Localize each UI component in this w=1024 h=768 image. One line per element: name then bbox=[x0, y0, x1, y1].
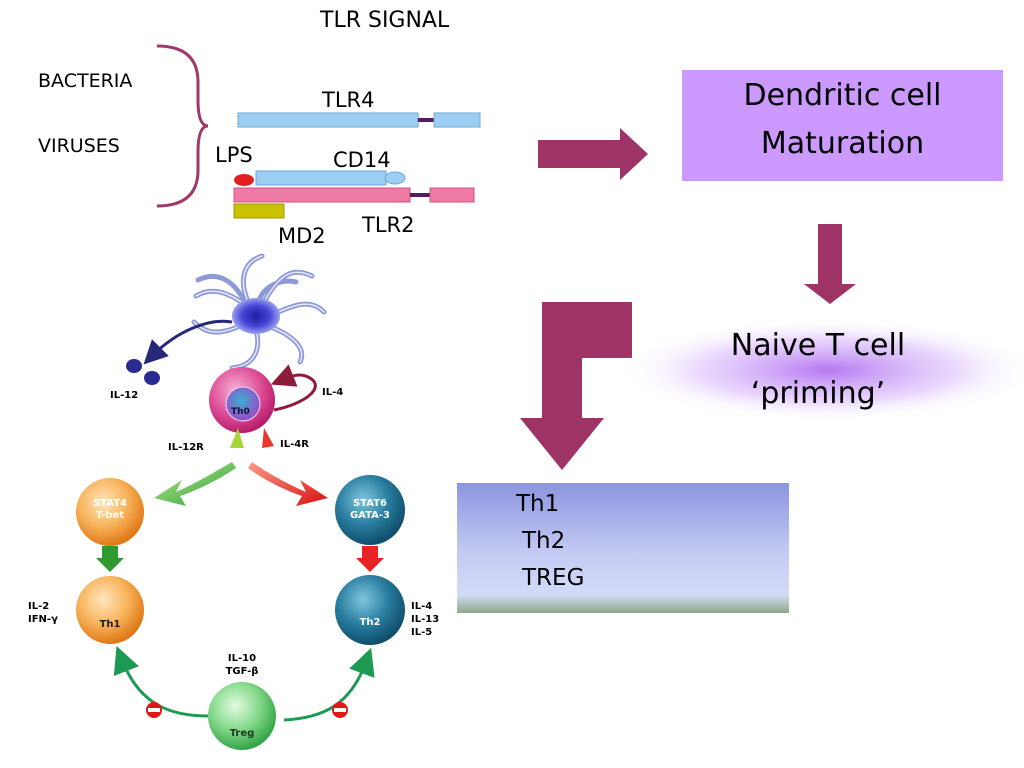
priming-line1: Naive T cell bbox=[730, 328, 906, 363]
arrow-to-outcomes bbox=[520, 302, 632, 470]
tbet-label: T-bet bbox=[95, 510, 125, 521]
outcome-treg: TREG bbox=[522, 565, 585, 591]
th1-cytokine-ifng: IFN-γ bbox=[28, 614, 58, 625]
tlr4-receptor-bar bbox=[237, 112, 419, 128]
dc-maturation-line2: Maturation bbox=[760, 126, 925, 161]
th1-cell-label: Th1 bbox=[99, 619, 121, 630]
il12r-arrow bbox=[230, 428, 244, 448]
il12-molecule-icon bbox=[126, 359, 142, 373]
outcomes-box bbox=[457, 483, 789, 613]
inhibition-symbol-icon bbox=[146, 702, 162, 718]
dc-maturation-line1: Dendritic cell bbox=[743, 78, 942, 113]
arrow-to-dc-maturation bbox=[538, 128, 648, 180]
treg-cytokine-il10: IL-10 bbox=[227, 653, 257, 664]
th2-cytokine-il13: IL-13 bbox=[411, 614, 440, 625]
stat4-tbet-cell bbox=[76, 478, 144, 546]
tlr-signal-title: TLR SIGNAL bbox=[320, 8, 450, 33]
outcome-th2: Th2 bbox=[522, 528, 566, 554]
il4r-label: IL-4R bbox=[280, 439, 309, 450]
treg-cytokine-tgfb: TGF-β bbox=[225, 666, 259, 677]
il4-autocrine-arrow bbox=[270, 364, 317, 412]
il12r-label: IL-12R bbox=[168, 442, 204, 453]
il12-label: IL-12 bbox=[110, 390, 139, 401]
md2-bar bbox=[233, 203, 285, 219]
tlr4-tail-bar bbox=[433, 112, 481, 128]
dc-maturation-box bbox=[682, 70, 1003, 181]
treg-inhibits-th1-arrow bbox=[113, 646, 209, 718]
lps-label: LPS bbox=[215, 143, 253, 167]
th0-label: Th0 bbox=[231, 407, 250, 417]
tlr4-linker bbox=[418, 118, 434, 122]
cd14-bar bbox=[255, 170, 387, 186]
treg-cell-label: Treg bbox=[229, 728, 255, 739]
th0-to-stat6-arrow bbox=[248, 462, 328, 506]
stat6-to-th2-arrow bbox=[356, 546, 384, 572]
priming-line2: ‘priming’ bbox=[750, 376, 886, 411]
th0-to-stat4-arrow bbox=[154, 462, 236, 506]
treg-inhibits-th2-arrow bbox=[283, 647, 375, 722]
th2-cytokine-il5: IL-5 bbox=[411, 627, 433, 638]
il4r-arrow bbox=[262, 428, 274, 448]
il4-autocrine-label: IL-4 bbox=[322, 387, 344, 398]
outcome-th1: Th1 bbox=[516, 491, 560, 517]
tlr4-label: TLR4 bbox=[322, 88, 375, 112]
il12-molecule-icon bbox=[144, 371, 160, 385]
treg-cell bbox=[208, 682, 276, 750]
bacteria-label: BACTERIA bbox=[38, 70, 133, 92]
th2-cell-label: Th2 bbox=[359, 617, 381, 628]
th2-cytokine-il4: IL-4 bbox=[411, 601, 433, 612]
arrow-to-priming bbox=[804, 224, 856, 304]
tlr2-receptor-bar bbox=[233, 187, 411, 203]
dendritic-cell-icon bbox=[191, 253, 327, 371]
cd14-label: CD14 bbox=[333, 148, 391, 172]
stat4-to-th1-arrow bbox=[96, 546, 124, 572]
pathogen-brace bbox=[156, 44, 209, 208]
il12-secretion-arrow bbox=[143, 319, 233, 365]
stat4-label: STAT4 bbox=[93, 498, 127, 509]
stat6-gata3-cell bbox=[335, 475, 405, 545]
th0-nucleus bbox=[225, 386, 261, 422]
viruses-label: VIRUSES bbox=[38, 135, 120, 157]
tlr2-label: TLR2 bbox=[362, 213, 415, 237]
th2-cell bbox=[335, 575, 405, 645]
md2-label: MD2 bbox=[278, 224, 326, 248]
tlr2-tail-bar bbox=[429, 187, 475, 203]
inhibition-symbol-icon bbox=[332, 702, 348, 718]
stat6-label: STAT6 bbox=[353, 498, 387, 509]
th1-cell bbox=[76, 576, 144, 644]
tlr2-linker bbox=[410, 193, 430, 197]
lps-molecule bbox=[234, 174, 254, 186]
cd14-anchor bbox=[384, 171, 406, 185]
priming-glow bbox=[618, 318, 1024, 422]
th1-cytokine-il2: IL-2 bbox=[28, 601, 50, 612]
gata3-label: GATA-3 bbox=[349, 510, 391, 521]
